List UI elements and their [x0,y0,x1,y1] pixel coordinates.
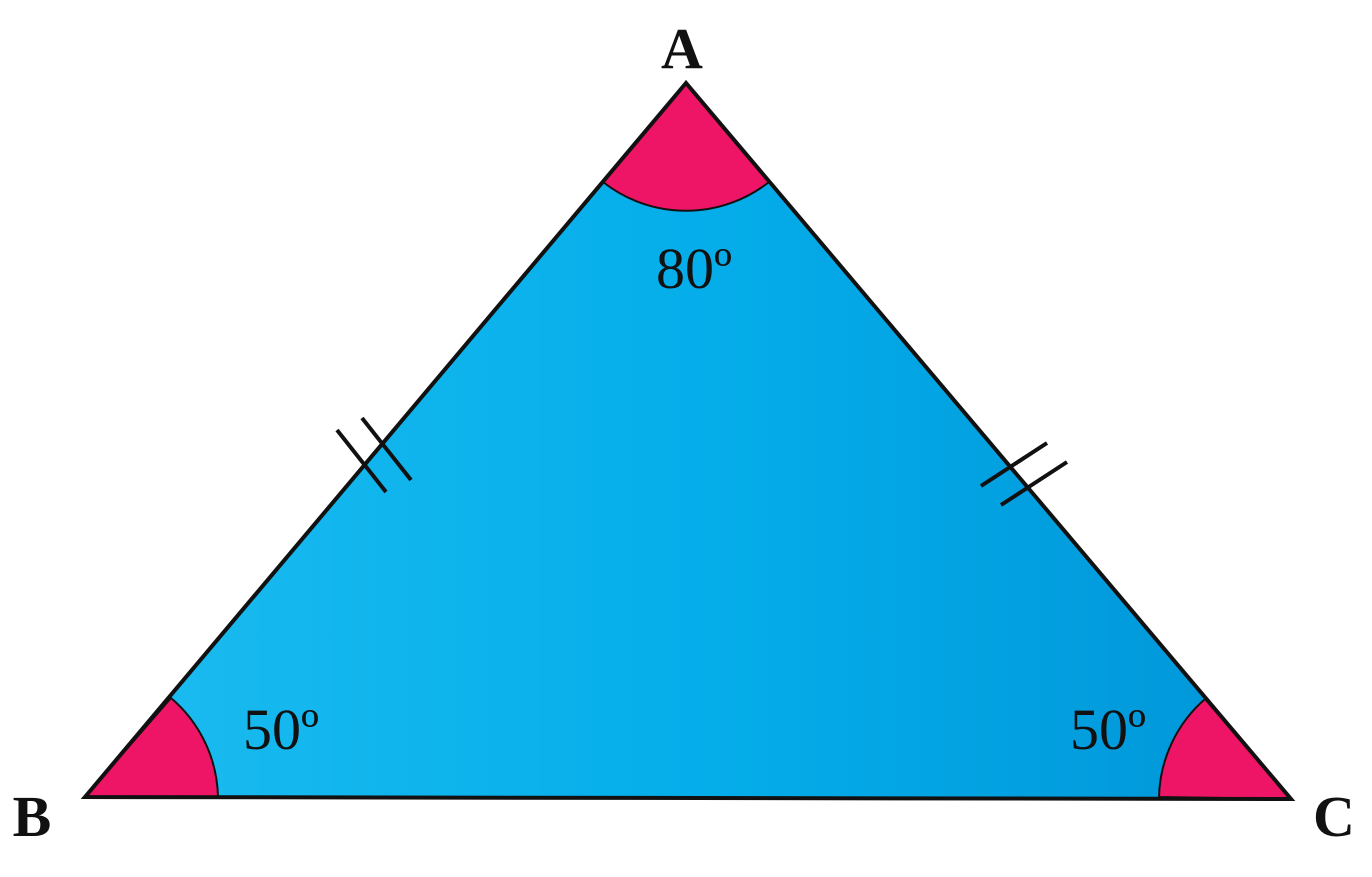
vertex-label-c: C [1313,784,1355,849]
tick-mark-ac-1 [979,441,1049,488]
vertex-label-a: A [661,16,703,81]
angle-marker-c [1157,697,1294,801]
angle-marker-b [82,696,220,798]
triangle-outline [80,79,1296,802]
tick-marks-side-ac [979,441,1069,507]
vertex-label-b: B [13,784,52,849]
angle-label-a: 80º [656,236,732,301]
tick-marks-side-ab [335,416,413,494]
tick-mark-ab-2 [360,416,413,482]
angle-marker-a [601,81,771,212]
angle-label-c: 50º [1070,697,1146,762]
tick-mark-ab-1 [335,428,388,494]
triangle-abc [85,83,1291,799]
angle-label-b: 50º [243,697,319,762]
tick-mark-ac-2 [999,460,1069,507]
